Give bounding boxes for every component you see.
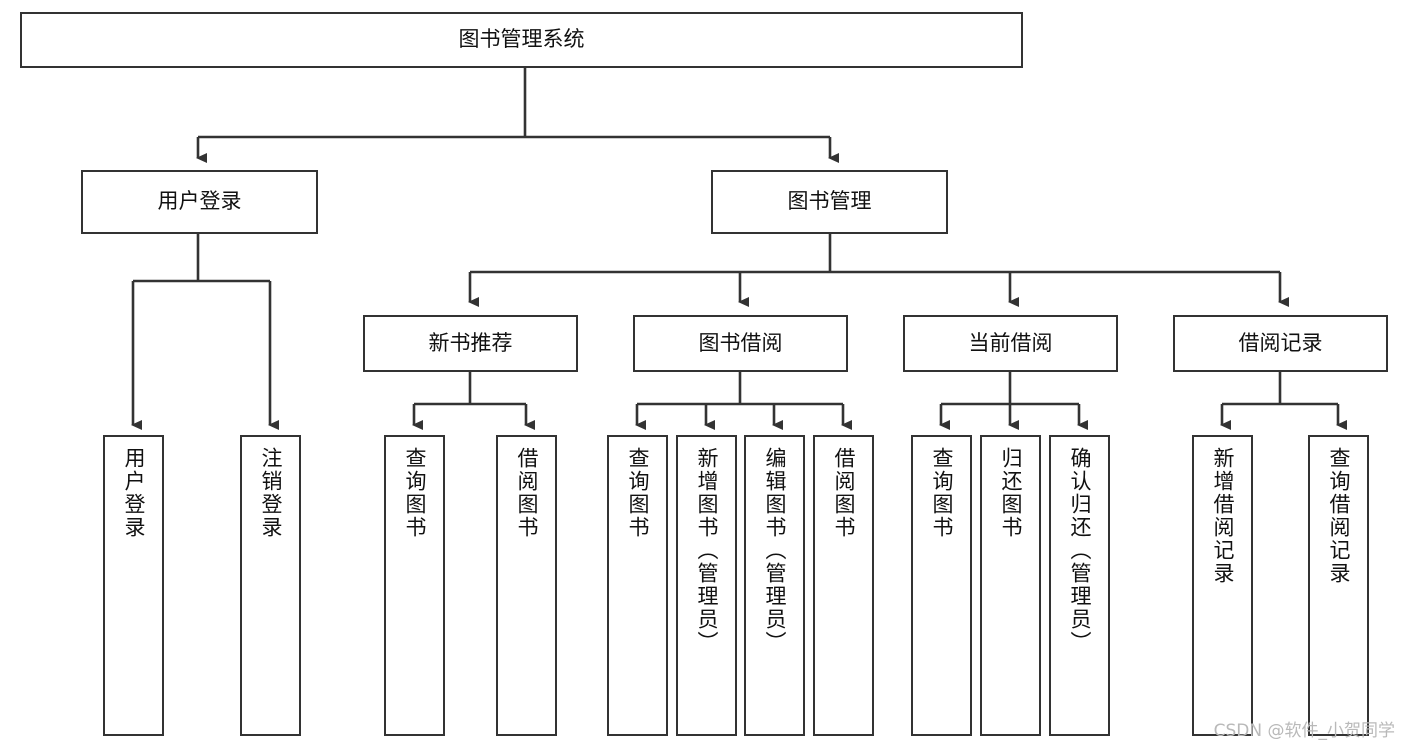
node-leaf-query-record-label: 查询借阅记录 xyxy=(1327,447,1351,585)
node-leaf-borrow-book-1-label: 借阅图书 xyxy=(515,447,539,539)
node-leaf-query-record[interactable]: 查询借阅记录 xyxy=(1308,435,1369,736)
node-leaf-logout-label: 注销登录 xyxy=(259,447,283,539)
node-leaf-add-record-label: 新增借阅记录 xyxy=(1211,447,1235,585)
node-new-book-rec[interactable]: 新书推荐 xyxy=(363,315,578,372)
node-leaf-query-book-1[interactable]: 查询图书 xyxy=(384,435,445,736)
node-leaf-return-book[interactable]: 归还图书 xyxy=(980,435,1041,736)
node-leaf-borrow-book-1[interactable]: 借阅图书 xyxy=(496,435,557,736)
node-root-label: 图书管理系统 xyxy=(458,27,585,52)
node-leaf-borrow-book-2[interactable]: 借阅图书 xyxy=(813,435,874,736)
node-leaf-query-book-2[interactable]: 查询图书 xyxy=(607,435,668,736)
node-borrow-record[interactable]: 借阅记录 xyxy=(1173,315,1388,372)
node-leaf-query-book-3[interactable]: 查询图书 xyxy=(911,435,972,736)
node-leaf-edit-book-label: 编辑图书（管理员） xyxy=(763,447,787,654)
watermark-text: CSDN @软件_小贺同学 xyxy=(1213,721,1395,741)
node-leaf-query-book-3-label: 查询图书 xyxy=(930,447,954,539)
node-leaf-logout[interactable]: 注销登录 xyxy=(240,435,301,736)
node-current-borrow[interactable]: 当前借阅 xyxy=(903,315,1118,372)
node-user-login-label: 用户登录 xyxy=(157,189,242,214)
node-book-manage[interactable]: 图书管理 xyxy=(711,170,948,234)
node-leaf-add-book-label: 新增图书（管理员） xyxy=(695,447,719,654)
node-leaf-confirm-return-label: 确认归还（管理员） xyxy=(1068,447,1092,654)
node-leaf-query-book-2-label: 查询图书 xyxy=(626,447,650,539)
node-root[interactable]: 图书管理系统 xyxy=(20,12,1023,68)
node-leaf-confirm-return[interactable]: 确认归还（管理员） xyxy=(1049,435,1110,736)
node-leaf-user-login-label: 用户登录 xyxy=(122,447,146,539)
node-borrow-record-label: 借阅记录 xyxy=(1238,330,1323,355)
node-leaf-edit-book[interactable]: 编辑图书（管理员） xyxy=(744,435,805,736)
node-leaf-query-book-1-label: 查询图书 xyxy=(403,447,427,539)
node-new-book-rec-label: 新书推荐 xyxy=(428,330,513,355)
node-user-login[interactable]: 用户登录 xyxy=(81,170,318,234)
node-leaf-add-record[interactable]: 新增借阅记录 xyxy=(1192,435,1253,736)
node-leaf-borrow-book-2-label: 借阅图书 xyxy=(832,447,856,539)
node-leaf-user-login[interactable]: 用户登录 xyxy=(103,435,164,736)
node-book-borrow-label: 图书借阅 xyxy=(698,330,783,355)
node-book-borrow[interactable]: 图书借阅 xyxy=(633,315,848,372)
node-book-manage-label: 图书管理 xyxy=(787,189,872,214)
node-current-borrow-label: 当前借阅 xyxy=(968,330,1053,355)
node-leaf-add-book[interactable]: 新增图书（管理员） xyxy=(676,435,737,736)
node-leaf-return-book-label: 归还图书 xyxy=(999,447,1023,539)
